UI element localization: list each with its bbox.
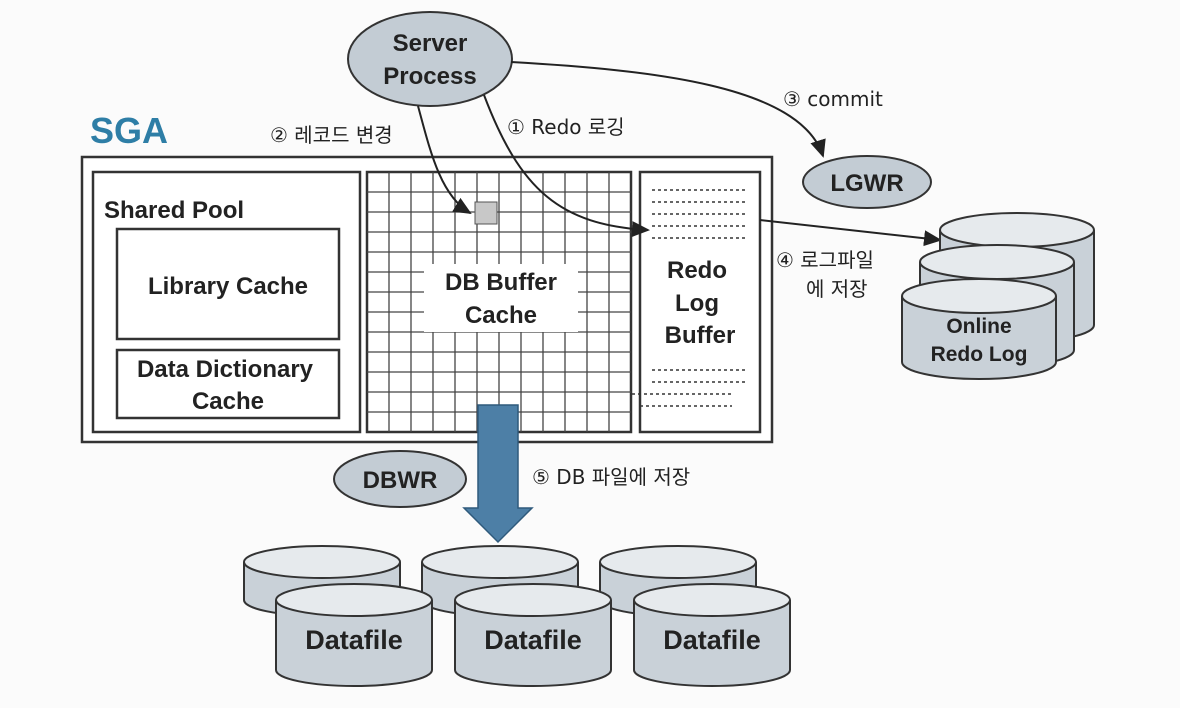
arrow-record-change (417, 105, 472, 215)
dbwr-write-arrow (462, 404, 534, 544)
redo-log-buffer-box (638, 170, 762, 434)
sga-title: SGA (90, 110, 168, 151)
online-redo-label-line1: Online (946, 315, 1011, 338)
step4-label-line1: ④ 로그파일 (776, 248, 874, 272)
step2-label: ② 레코드 변경 (270, 123, 393, 147)
arrow-redo-logging (483, 94, 650, 238)
datafile-label-1: Datafile (305, 625, 403, 655)
step1-label: ① Redo 로깅 (507, 115, 625, 139)
datafile-label-3: Datafile (663, 625, 761, 655)
modified-block (474, 201, 498, 225)
server-process-label-line2: Process (383, 63, 476, 90)
redo-entries (632, 189, 745, 407)
lgwr-label: LGWR (830, 170, 903, 197)
datafile-cylinder-3 (633, 583, 791, 687)
data-dictionary-label-line2: Cache (192, 388, 264, 415)
db-buffer-cache (365, 170, 633, 434)
server-process-label-line1: Server (393, 30, 468, 57)
step3-label: ③ commit (783, 87, 883, 111)
step4-label-line2: 에 저장 (806, 277, 868, 301)
datafile-label-2: Datafile (484, 625, 582, 655)
redo-buffer-label-line1: Redo (667, 257, 727, 284)
online-redo-label-line2: Redo Log (931, 343, 1028, 366)
library-cache-label: Library Cache (148, 273, 308, 300)
lgwr-ellipse (802, 155, 932, 209)
buffer-cache-label-line2: Cache (465, 302, 537, 329)
buffer-cache-label-line1: DB Buffer (445, 269, 557, 296)
redo-buffer-label-line3: Buffer (665, 322, 736, 349)
online-redo-log-stack (901, 212, 1095, 380)
dbwr-label: DBWR (363, 467, 438, 494)
step5-label: ⑤ DB 파일에 저장 (532, 465, 690, 489)
library-cache-box (115, 227, 341, 341)
datafile-cylinder-2 (454, 583, 612, 687)
data-dictionary-label-line1: Data Dictionary (137, 356, 314, 383)
datafile-cylinder-1 (275, 583, 433, 687)
redo-buffer-label-line2: Log (675, 290, 719, 317)
arrow-commit (510, 61, 826, 158)
dbwr-ellipse (333, 450, 467, 508)
arrow-log-to-file (759, 219, 942, 247)
server-process-ellipse (347, 11, 513, 107)
shared-pool-title: Shared Pool (104, 197, 244, 224)
data-dictionary-cache-box (115, 348, 341, 420)
